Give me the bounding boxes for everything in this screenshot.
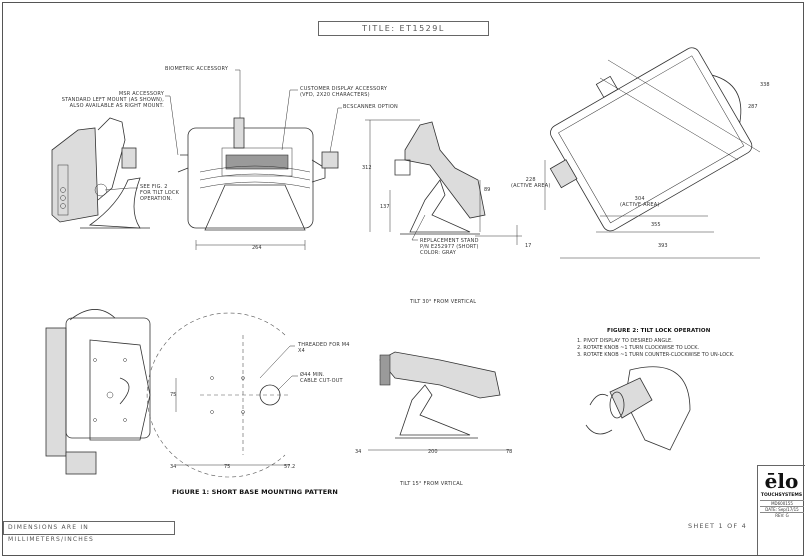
bottom-view bbox=[45, 309, 151, 475]
dim-34-left: 34 bbox=[170, 464, 177, 470]
front-view bbox=[177, 117, 339, 250]
title-block: ēlo TOUCHSYSTEMS MD600155 DATE: Sep/17/1… bbox=[757, 465, 805, 555]
side-view-right bbox=[365, 119, 522, 245]
note-item: 2. ROTATE KNOB ~1 TURN CLOCKWISE TO LOCK… bbox=[577, 345, 700, 351]
tilt-lock-knob bbox=[585, 366, 691, 451]
rotated-display-view bbox=[549, 47, 753, 232]
label-customer-display: CUSTOMER DISPLAY ACCESSORY (VFD, 2X20 CH… bbox=[300, 86, 388, 98]
dim-355: 355 bbox=[651, 222, 661, 228]
tilt-lock-notes: 1. PIVOT DISPLAY TO DESIRED ANGLE. 2. RO… bbox=[577, 338, 735, 359]
label-tilt30: TILT 30° FROM VERTICAL bbox=[410, 299, 477, 305]
document-revision: REV: G bbox=[760, 512, 804, 518]
label-bc-scanner: BCSCANNER OPTION bbox=[343, 104, 398, 110]
label-active-area-w: 304 (ACTIVE AREA) bbox=[620, 196, 660, 208]
dim-78: 78 bbox=[506, 449, 513, 455]
label-biometric: BIOMETRIC ACCESSORY bbox=[165, 66, 229, 72]
rotated-display-dims bbox=[544, 59, 761, 259]
label-replacement-stand: REPLACEMENT STAND P/N E252977 (SHORT) CO… bbox=[420, 238, 479, 256]
tilt-15-view bbox=[368, 351, 510, 451]
label-active-area-h: 228 (ACTIVE AREA) bbox=[511, 177, 551, 189]
dim-57-2: 57.2 bbox=[284, 464, 296, 470]
sheet-number: SHEET 1 OF 4 bbox=[688, 522, 747, 530]
elo-logo: ēlo bbox=[764, 469, 799, 493]
note-item: 1. PIVOT DISPLAY TO DESIRED ANGLE. bbox=[577, 338, 673, 344]
note-item: 3. ROTATE KNOB ~1 TURN COUNTER-CLOCKWISE… bbox=[577, 352, 735, 358]
document-date: DATE: Sep/17/15 bbox=[760, 506, 804, 512]
dim-287: 287 bbox=[748, 104, 758, 110]
dim-312: 312 bbox=[362, 165, 372, 171]
side-view-left bbox=[51, 117, 150, 229]
dim-17: 17 bbox=[525, 243, 532, 249]
caption-figure-2: FIGURE 2: TILT LOCK OPERATION bbox=[607, 328, 711, 334]
dim-338: 338 bbox=[760, 82, 770, 88]
label-threaded: THREADED FOR M4 X4 bbox=[298, 342, 350, 354]
label-see-fig2: SEE FIG. 2 FOR TILT LOCK OPERATION. bbox=[140, 184, 180, 202]
dim-89: 89 bbox=[484, 187, 491, 193]
dim-34-stand: 34 bbox=[355, 449, 362, 455]
company-name: TOUCHSYSTEMS bbox=[760, 493, 803, 498]
dim-200: 200 bbox=[428, 449, 438, 455]
dim-264: 264 bbox=[252, 245, 262, 251]
dim-75-vertical: 75 bbox=[170, 392, 177, 398]
label-cable-cutout: Ø44 MIN. CABLE CUT-OUT bbox=[300, 372, 343, 384]
dim-393: 393 bbox=[658, 243, 668, 249]
leader-lines bbox=[104, 69, 426, 391]
units-note: DIMENSIONS ARE IN MILLIMETERS/INCHES bbox=[3, 521, 175, 543]
dim-137: 137 bbox=[380, 204, 390, 210]
drawing-title: TITLE: ET1529L bbox=[318, 21, 489, 36]
dim-75-horizontal: 75 bbox=[224, 464, 231, 470]
label-msr: MSR ACCESSORY STANDARD LEFT MOUNT (AS SH… bbox=[61, 91, 164, 109]
mounting-pattern bbox=[146, 312, 290, 478]
document-number: MD600155 bbox=[760, 500, 804, 506]
caption-figure-1: FIGURE 1: SHORT BASE MOUNTING PATTERN bbox=[172, 488, 338, 496]
label-tilt15: TILT 15° FROM VRTICAL bbox=[400, 481, 463, 487]
